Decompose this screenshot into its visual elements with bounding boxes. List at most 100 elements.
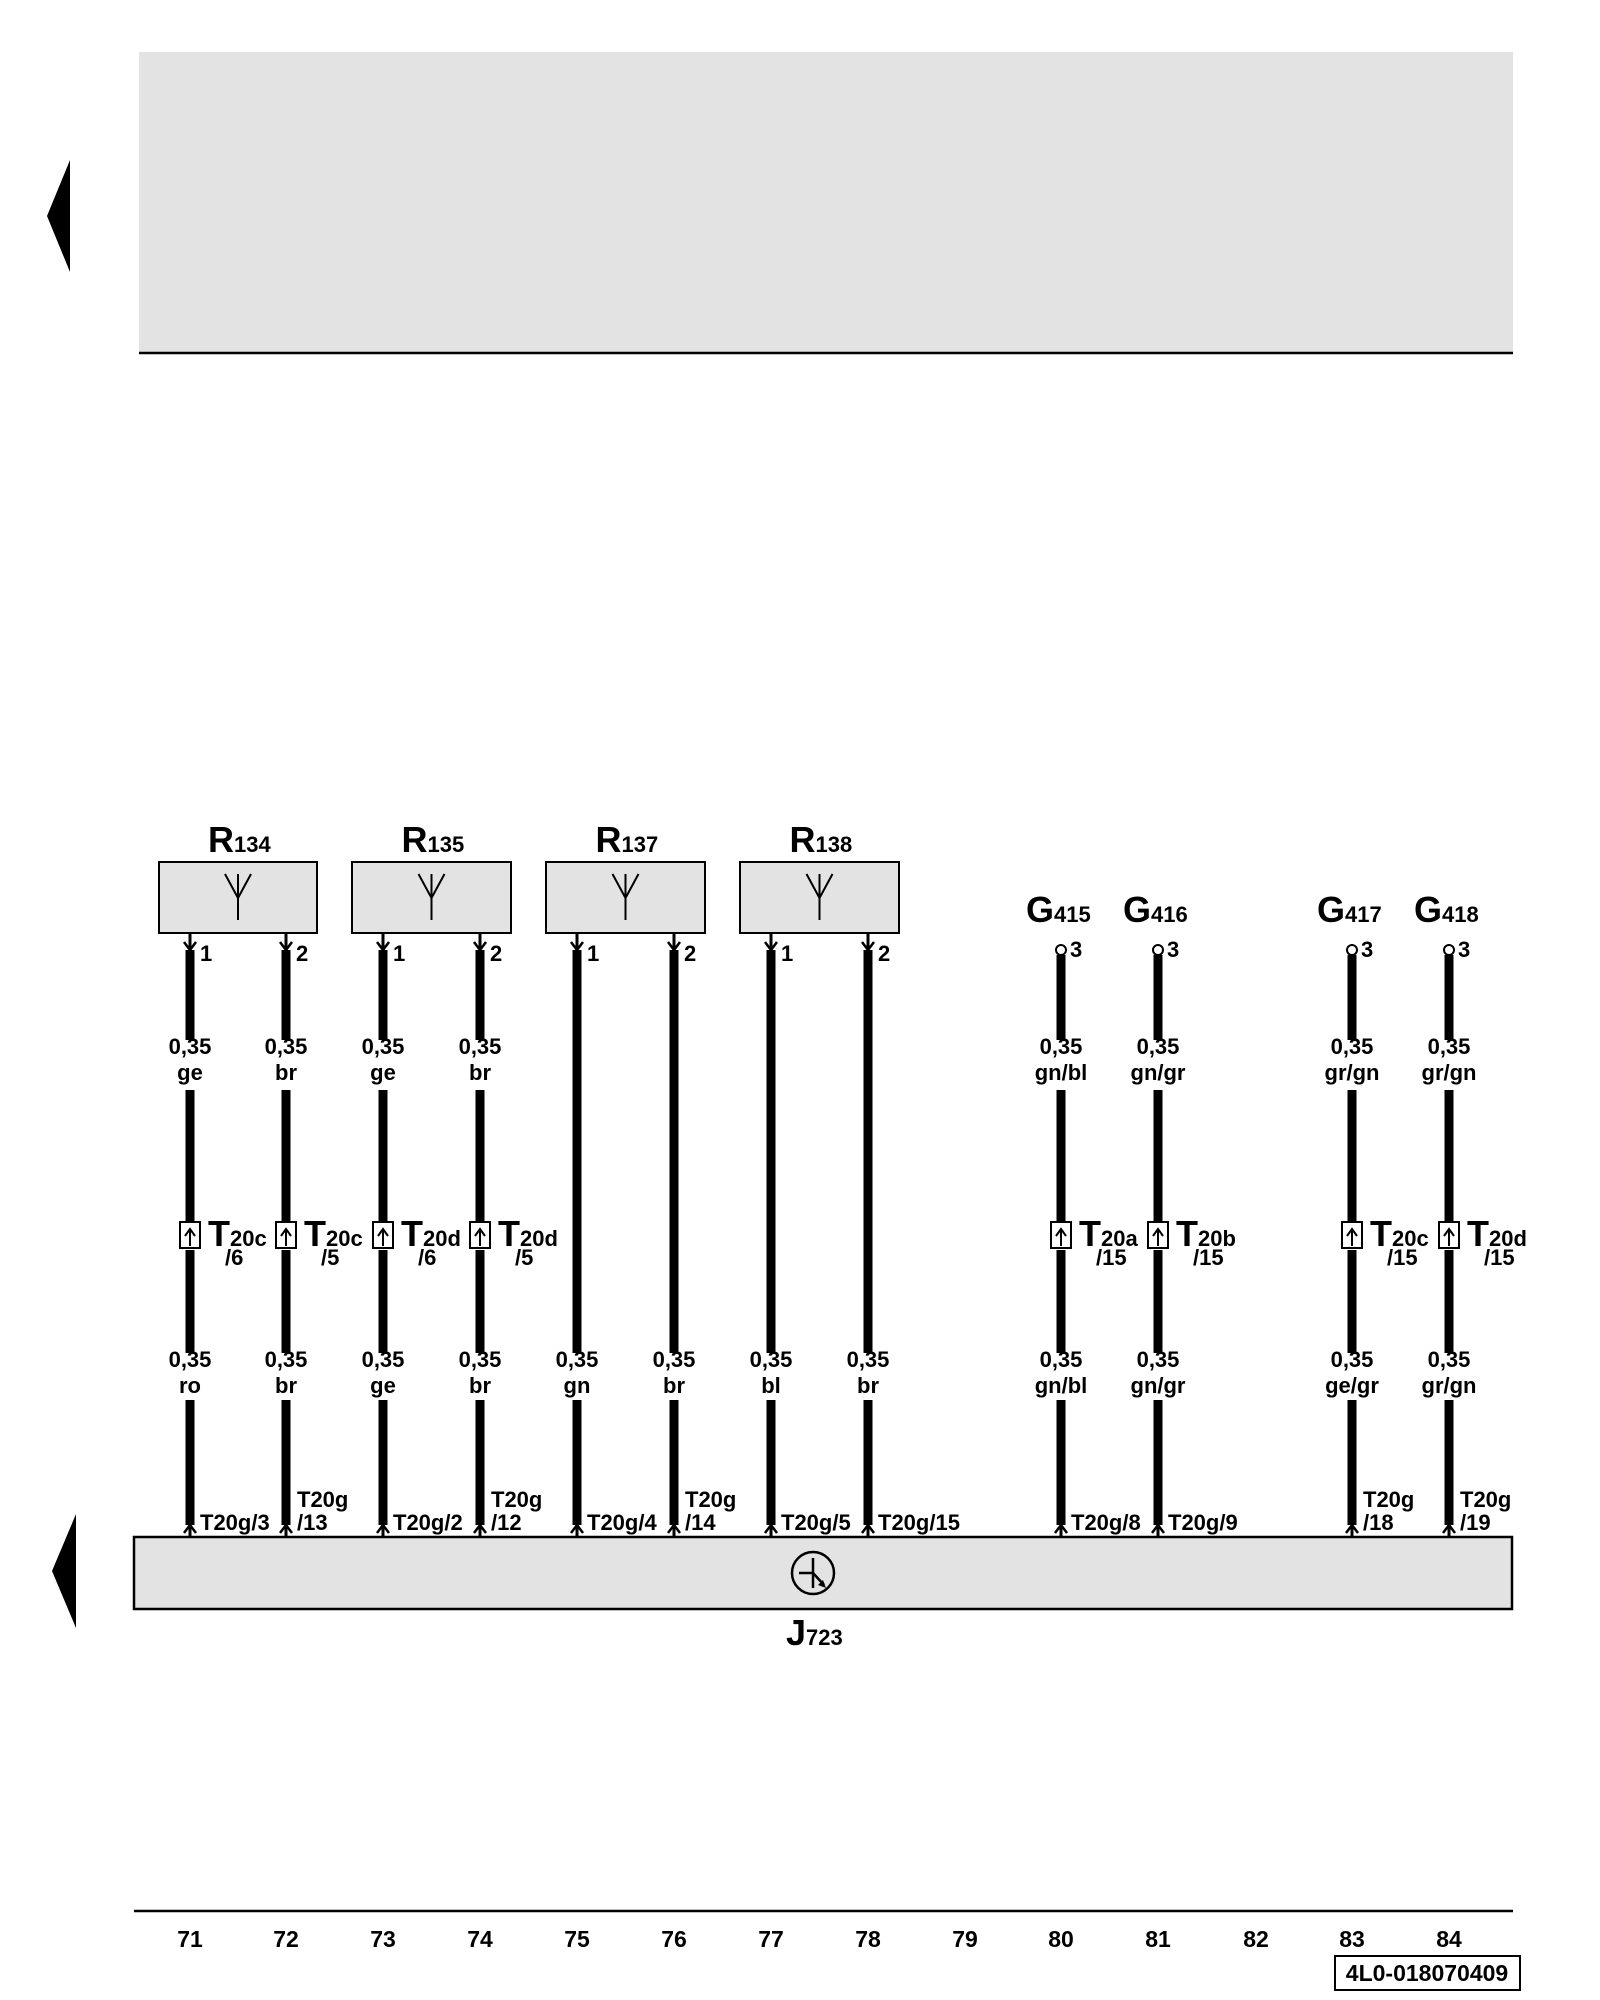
wire-color-top: br (275, 1060, 297, 1085)
terminal-label: T20g/15 (878, 1510, 960, 1535)
wire-color-top: gr/gn (1325, 1060, 1380, 1085)
column-number: 71 (177, 1926, 203, 1952)
terminal-label: T20g (1363, 1487, 1414, 1512)
control-unit-label: J723 (786, 1612, 843, 1653)
wire-size-bottom: 0,35 (265, 1347, 308, 1372)
wire-size-top: 0,35 (1331, 1034, 1374, 1059)
sensor-label: G415 (1026, 889, 1091, 930)
terminal-icon (1054, 1522, 1068, 1537)
wire-size-top: 0,35 (1040, 1034, 1083, 1059)
connector-pin: /15 (1096, 1245, 1127, 1270)
connector-icon (1050, 1221, 1072, 1249)
wire-size-bottom: 0,35 (750, 1347, 793, 1372)
wire-size-top: 0,35 (459, 1034, 502, 1059)
connector-icon (1147, 1221, 1169, 1249)
wire-size-bottom: 0,35 (1428, 1347, 1471, 1372)
connector-label: T20d (498, 1213, 558, 1254)
wire-size-bottom: 0,35 (653, 1347, 696, 1372)
column-number: 74 (467, 1926, 493, 1952)
connector-icon (1438, 1221, 1460, 1249)
column-number: 78 (855, 1926, 881, 1952)
connector-pin: /15 (1387, 1245, 1418, 1270)
connector-label: T20c (1370, 1213, 1429, 1254)
connector-icon (469, 1221, 491, 1249)
pin-number: 3 (1361, 937, 1373, 962)
terminal-icon (764, 1522, 778, 1537)
terminal-label: T20g/5 (781, 1510, 851, 1535)
terminal-icon (473, 1522, 487, 1537)
previous-page-arrow-icon[interactable] (47, 160, 70, 272)
control-unit-symbol-icon (790, 1550, 836, 1596)
wire-color-bottom: gr/gn (1422, 1373, 1477, 1398)
pin-number: 2 (490, 941, 502, 966)
wire-color-bottom: br (663, 1373, 685, 1398)
wires-layer: 0,35geT20c/60,35roT20g/30,35brT20c/50,35… (169, 950, 1527, 1537)
wire-color-bottom: gn (564, 1373, 591, 1398)
wire-size-bottom: 0,35 (1040, 1347, 1083, 1372)
connector-pin: /5 (515, 1245, 533, 1270)
wire-color-bottom: gn/gr (1131, 1373, 1186, 1398)
sensor-label: G418 (1414, 889, 1479, 930)
sensor-g418: G418 3 (1414, 889, 1479, 962)
terminal-label: T20g (297, 1487, 348, 1512)
wire-color-bottom: br (275, 1373, 297, 1398)
terminal-pin: /18 (1363, 1510, 1394, 1535)
wire-size-top: 0,35 (362, 1034, 405, 1059)
wire-color-bottom: br (469, 1373, 491, 1398)
terminal-label: T20g/3 (200, 1510, 270, 1535)
terminal-icon (861, 1522, 875, 1537)
sensor-pin-icon (1346, 944, 1358, 956)
wire-size-bottom: 0,35 (847, 1347, 890, 1372)
terminal-label: T20g/4 (587, 1510, 657, 1535)
column-number: 83 (1339, 1926, 1365, 1952)
wire-size-bottom: 0,35 (556, 1347, 599, 1372)
sensor-pin-icon (1443, 944, 1455, 956)
previous-section-arrow-icon[interactable] (52, 1514, 76, 1628)
connector-label: T20d (1467, 1213, 1527, 1254)
pin-number: 3 (1167, 937, 1179, 962)
component-label: R135 (402, 819, 465, 860)
column-number: 80 (1048, 1926, 1074, 1952)
terminal-icon (1442, 1522, 1456, 1537)
terminal-icon (376, 1522, 390, 1537)
column-number: 75 (564, 1926, 590, 1952)
column-number: 73 (370, 1926, 396, 1952)
wire-color-top: gn/bl (1035, 1060, 1088, 1085)
wire-size-bottom: 0,35 (1137, 1347, 1180, 1372)
terminal-icon (570, 1522, 584, 1537)
wire-size-bottom: 0,35 (169, 1347, 212, 1372)
connector-pin: /6 (225, 1245, 243, 1270)
wire-color-top: br (469, 1060, 491, 1085)
sensor-pin-icon (1152, 944, 1164, 956)
wire-color-bottom: br (857, 1373, 879, 1398)
terminal-label: T20g/2 (393, 1510, 463, 1535)
connector-icon (372, 1221, 394, 1249)
connector-pin: /15 (1484, 1245, 1515, 1270)
antenna-icon (611, 873, 640, 920)
connector-label: T20b (1176, 1213, 1236, 1254)
footer-code: 4L0-018070409 (1346, 1960, 1508, 1986)
control-unit-box (132, 1535, 1514, 1611)
connector-label: T20d (401, 1213, 461, 1254)
sensor-g416: G416 3 (1123, 889, 1188, 962)
wire-size-bottom: 0,35 (459, 1347, 502, 1372)
pin-number: 3 (1458, 937, 1470, 962)
sensor-label: G416 (1123, 889, 1188, 930)
sensor-label: G417 (1317, 889, 1382, 930)
